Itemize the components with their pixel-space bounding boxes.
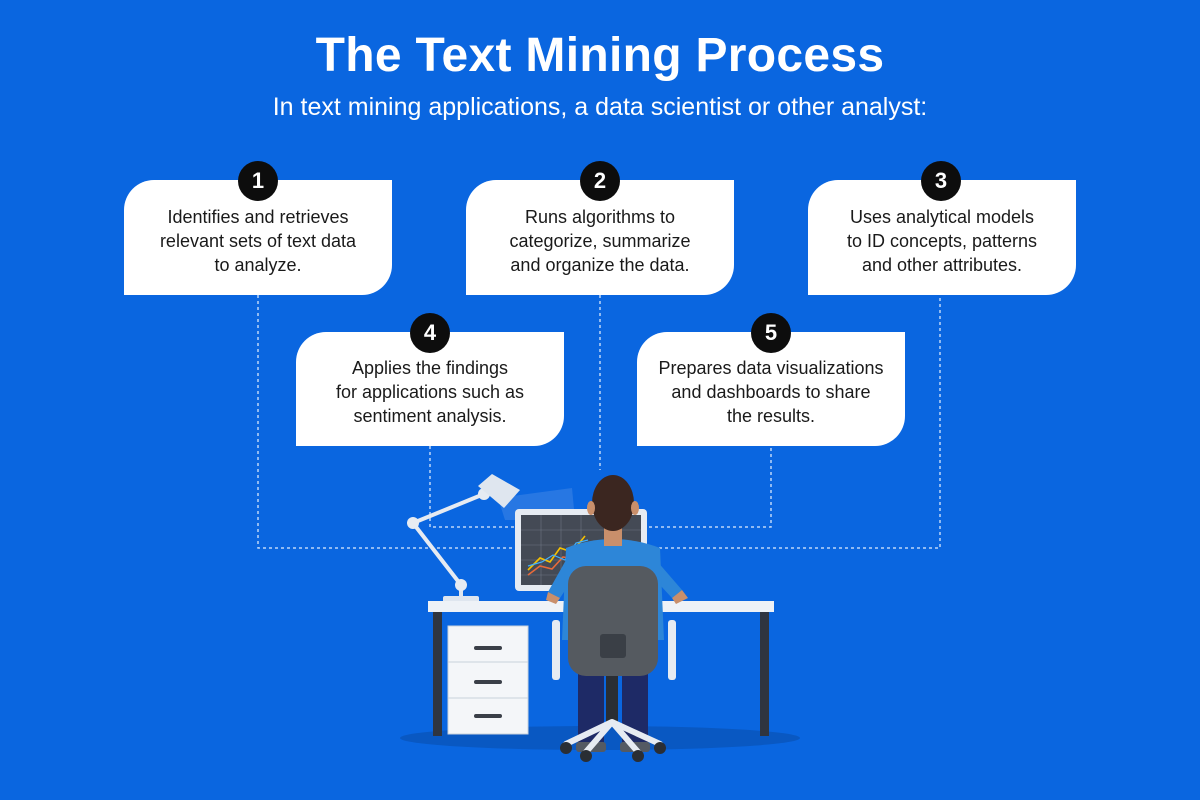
- step-badge-3: 3: [921, 161, 961, 201]
- step-card-4: Applies the findings for applications su…: [296, 332, 564, 446]
- step-text: Uses analytical models to ID concepts, p…: [846, 206, 1038, 275]
- step-badge-4: 4: [410, 313, 450, 353]
- step-text: Identifies and retrieves relevant sets o…: [159, 206, 357, 275]
- page-title: The Text Mining Process: [315, 29, 885, 82]
- office-chair: [552, 566, 676, 762]
- step-text: Runs algorithms to categorize, summarize…: [509, 206, 691, 275]
- step-text: Applies the findings for applications su…: [335, 358, 525, 426]
- step-text: Prepares data visualizations and dashboa…: [658, 358, 884, 426]
- step-badge-1: 1: [238, 161, 278, 201]
- step-badge-2: 2: [580, 161, 620, 201]
- step-badge-5: 5: [751, 313, 791, 353]
- page-subtitle: In text mining applications, a data scie…: [272, 93, 928, 121]
- step-card-5: Prepares data visualizations and dashboa…: [637, 332, 905, 446]
